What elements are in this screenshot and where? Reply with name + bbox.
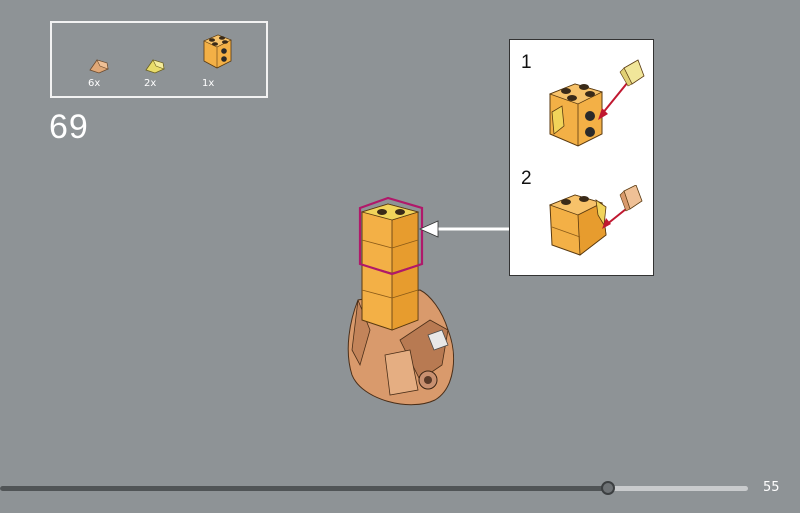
- page-number: 55: [763, 480, 780, 495]
- tan-slope-brick-icon: [88, 57, 110, 75]
- substep-panel: 1 2: [509, 39, 654, 276]
- substep-number: 2: [521, 168, 532, 189]
- orange-2x2-brick-icon: [200, 31, 234, 71]
- part-qty-label: 6x: [88, 78, 101, 89]
- parts-list-box: 6x 2x 1x: [50, 21, 268, 98]
- substep-number: 1: [521, 52, 532, 73]
- yellow-slope-brick-icon: [144, 57, 166, 75]
- step-number: 69: [49, 108, 89, 146]
- substep-1-illustration: [540, 54, 650, 163]
- part-qty-label: 2x: [144, 78, 157, 89]
- main-model-illustration: [330, 190, 470, 414]
- progress-slider-thumb[interactable]: [601, 481, 616, 495]
- substep-2-illustration: [540, 184, 650, 279]
- progress-fill: [0, 486, 609, 491]
- part-qty-label: 1x: [202, 78, 215, 89]
- page-progress-slider[interactable]: [0, 481, 748, 495]
- callout-pointer-arrow: [418, 218, 510, 244]
